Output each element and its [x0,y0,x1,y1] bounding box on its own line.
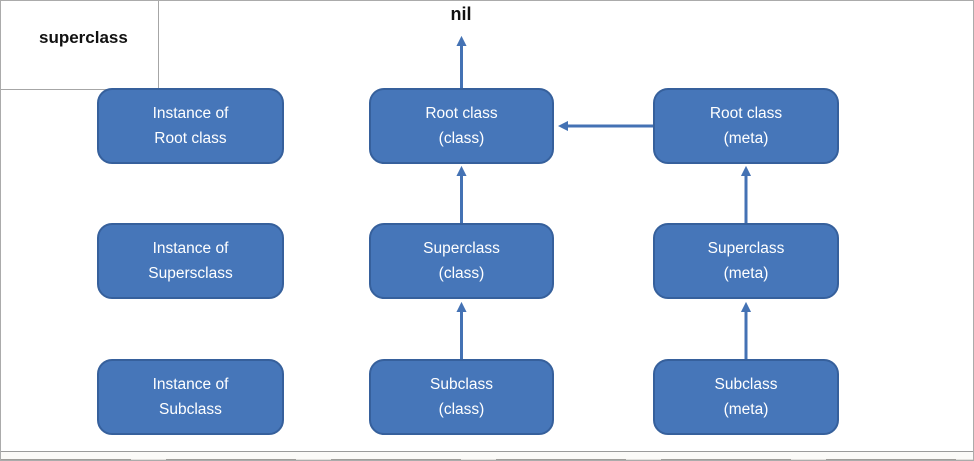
node-label: Root class (class) [425,105,498,147]
node-label: Subclass (meta) [714,376,778,418]
node-label: Superclass (meta) [707,240,785,282]
node-instance-of-subclass: Instance of Subclass [97,359,284,435]
node-label: Instance of Root class [152,105,229,147]
node-root-class-class: Root class (class) [369,88,554,164]
node-instance-of-root-class: Instance of Root class [97,88,284,164]
node-superclass-meta: Superclass (meta) [653,223,839,299]
legend-label: superclass [39,28,128,47]
node-label: Instance of Supersclass [148,240,233,282]
node-label: Subclass (class) [430,376,493,418]
node-label: Superclass (class) [423,240,500,282]
bottom-edge-strip [1,451,973,460]
node-label: Instance of Subclass [152,376,229,418]
node-instance-of-supersclass: Instance of Supersclass [97,223,284,299]
node-subclass-meta: Subclass (meta) [653,359,839,435]
node-label: Root class (meta) [709,105,783,147]
legend-box: superclass [1,1,159,90]
node-subclass-class: Subclass (class) [369,359,554,435]
nil-label: nil [450,4,472,24]
node-root-class-meta: Root class (meta) [653,88,839,164]
node-superclass-class: Superclass (class) [369,223,554,299]
